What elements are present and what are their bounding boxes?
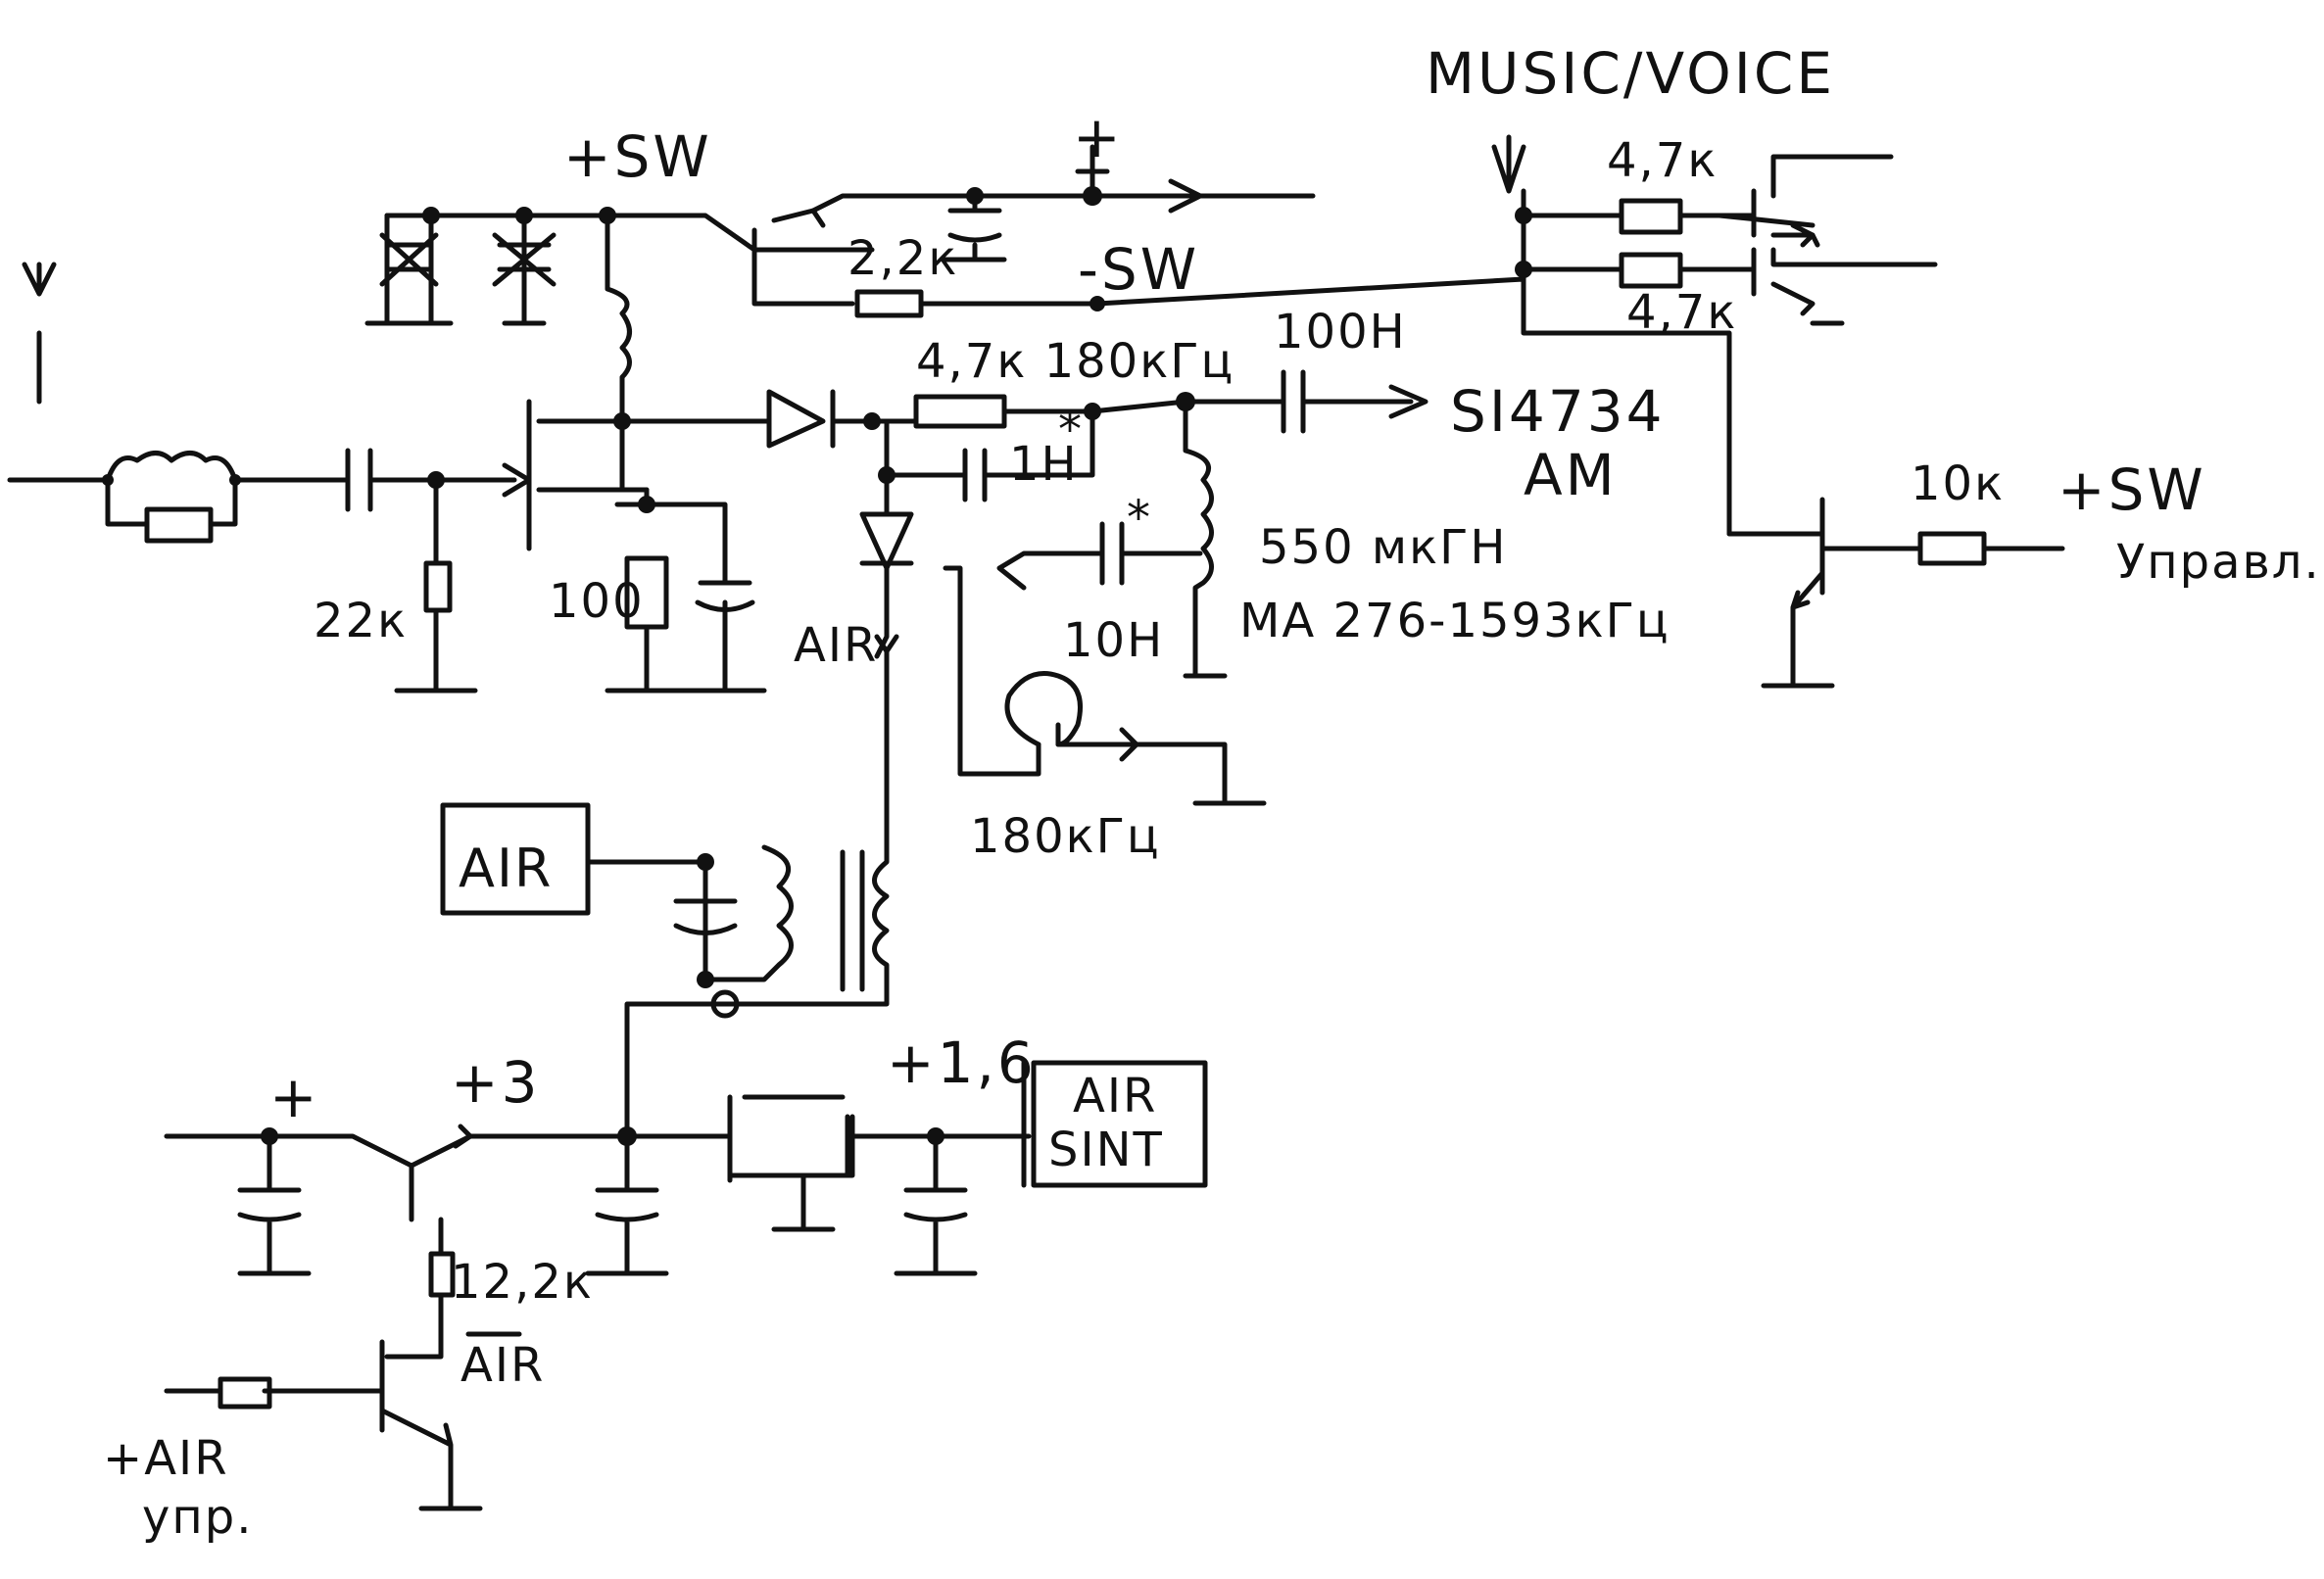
label-r-4-7k-b: 4,7к xyxy=(1626,285,1737,340)
label-r-2-2k: 2,2к xyxy=(847,231,958,286)
junctions xyxy=(102,186,1532,1146)
label-c-1n: 1Н xyxy=(1009,437,1079,492)
label-c-10n: 10Н xyxy=(1063,613,1164,668)
label-am: AM xyxy=(1524,442,1618,508)
label-r-4-7k-a: 4,7к xyxy=(1607,133,1718,188)
wires xyxy=(7,134,2065,1511)
label-air-ctrl-line1: +AIR xyxy=(103,1431,229,1486)
label-plus-sw-top: +SW xyxy=(563,123,712,190)
label-r-10k: 10к xyxy=(1911,456,2005,511)
label-plus-top: + xyxy=(1073,104,1124,170)
label-ma-range: MA 276-1593кГц xyxy=(1239,594,1670,648)
label-plus-bottom: + xyxy=(269,1064,320,1130)
label-music-voice: MUSIC/VOICE xyxy=(1426,40,1835,107)
box-air-label: AIR xyxy=(459,837,553,899)
label-r-22k: 22к xyxy=(314,594,408,648)
label-plus-3: +3 xyxy=(451,1049,541,1116)
label-c-100n: 100Н xyxy=(1274,305,1407,359)
label-c-100: 100 xyxy=(549,574,645,629)
label-r-12-2k: 12,2к xyxy=(451,1255,594,1310)
label-air-diode: AIR xyxy=(794,618,878,673)
box-air-sint-line2: SINT xyxy=(1048,1123,1164,1177)
label-r-4-7k-180: 4,7к 180кГц xyxy=(916,334,1235,389)
label-upravl: Управл. xyxy=(2116,535,2321,590)
label-l-550u: 550 мкГН xyxy=(1259,520,1507,575)
label-f-180: 180кГц xyxy=(970,809,1161,864)
box-air-sint-line1: AIR xyxy=(1073,1069,1157,1124)
label-minus-sw: -SW xyxy=(1078,236,1199,303)
label-chip-si4734: SI4734 xyxy=(1450,378,1666,445)
label-star-a: * xyxy=(1058,403,1084,457)
label-plus-1-6: +1,6 xyxy=(887,1029,1037,1096)
label-plus-sw-right: +SW xyxy=(2058,456,2206,523)
label-air-bar: AIR xyxy=(460,1338,545,1393)
label-star-b: * xyxy=(1127,491,1152,546)
label-air-ctrl-line2: упр. xyxy=(142,1490,254,1545)
